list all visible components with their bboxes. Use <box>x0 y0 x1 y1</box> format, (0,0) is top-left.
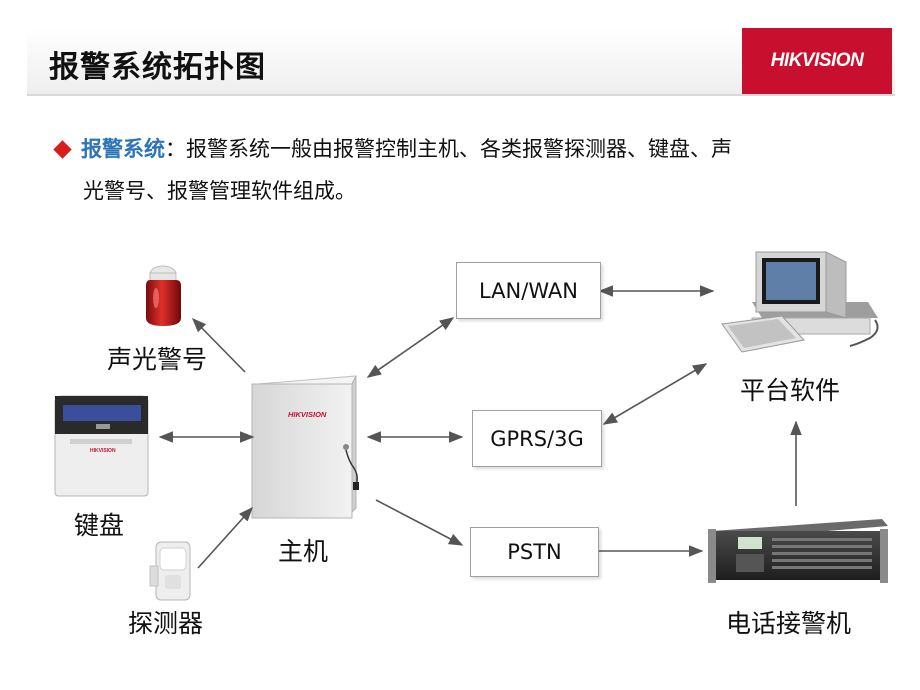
intro-paragraph: 报警系统：报警系统一般由报警控制主机、各类报警探测器、键盘、声 光警号、报警管理… <box>52 128 888 212</box>
computer-icon <box>721 251 879 353</box>
host-cabinet-icon: HIKVISION <box>250 375 359 519</box>
intro-separator: ： <box>165 137 186 161</box>
lan-wan-box: LAN/WAN <box>456 262 601 319</box>
label-platform: 平台软件 <box>740 376 841 405</box>
label-receiver: 电话接警机 <box>726 609 852 638</box>
intro-term: 报警系统 <box>81 137 165 161</box>
svg-text:HIKVISION: HIKVISION <box>90 448 116 454</box>
detector-icon <box>149 541 191 601</box>
arrow-detector-host <box>197 506 253 569</box>
label-detector: 探测器 <box>128 609 204 638</box>
arrow-gprs-platform <box>602 363 708 425</box>
connection-arrows <box>158 285 802 569</box>
brand-logo: HIKVISION <box>742 28 892 94</box>
keypad-icon: HIKVISION <box>54 395 149 497</box>
arrow-host-pstn <box>375 499 464 546</box>
host-brand-text: HIKVISION <box>288 410 327 419</box>
alarm-receiver-icon <box>708 519 888 583</box>
label-keypad: 键盘 <box>74 511 125 540</box>
brand-logo-text: HIKVISION <box>770 50 864 71</box>
intro-text-1: 报警系统一般由报警控制主机、各类报警探测器、键盘、声 <box>186 137 732 161</box>
arrow-host-siren <box>191 317 246 373</box>
label-host: 主机 <box>278 537 329 566</box>
intro-line-2: 光警号、报警管理软件组成。 <box>83 179 356 203</box>
gprs-3g-box: GPRS/3G <box>472 410 602 467</box>
label-siren: 声光警号 <box>107 345 208 374</box>
pstn-box: PSTN <box>470 527 599 577</box>
siren-icon <box>146 265 181 326</box>
arrow-host-lan <box>366 317 455 378</box>
intro-line-1: 报警系统：报警系统一般由报警控制主机、各类报警探测器、键盘、声 <box>52 128 888 170</box>
page-title: 报警系统拓扑图 <box>49 50 266 85</box>
